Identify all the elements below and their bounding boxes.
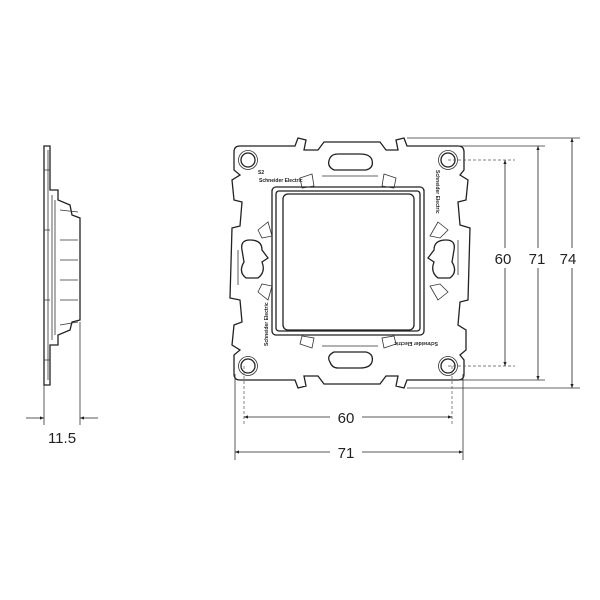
dimension-label-60-height: 60 bbox=[495, 251, 512, 268]
dimension-label-11-5: 11.5 bbox=[48, 430, 76, 447]
brand-marking-bottom: Schneider Electric bbox=[394, 340, 438, 346]
horizontal-dimensions: 60 71 bbox=[234, 366, 464, 462]
front-view: S2 Schneider Electric Schneider Electric… bbox=[229, 137, 471, 389]
code-marking: S2 bbox=[258, 170, 264, 176]
brand-marking: Schneider Electric bbox=[259, 178, 303, 184]
side-view bbox=[43, 145, 81, 386]
mounting-hole bbox=[240, 152, 256, 168]
dimension-label-74-height: 74 bbox=[560, 251, 577, 268]
brand-marking-right: Schneider Electric bbox=[434, 170, 440, 214]
side-depth-dimension: 11.5 bbox=[26, 322, 98, 447]
dimension-label-71-width: 71 bbox=[338, 445, 355, 462]
mounting-hole bbox=[240, 358, 256, 374]
dimension-label-71-height: 71 bbox=[529, 251, 546, 268]
vertical-dimensions: 60 71 74 bbox=[407, 137, 580, 389]
dimension-label-60-width: 60 bbox=[338, 410, 355, 427]
brand-marking-left: Schneider Electric bbox=[264, 302, 270, 346]
